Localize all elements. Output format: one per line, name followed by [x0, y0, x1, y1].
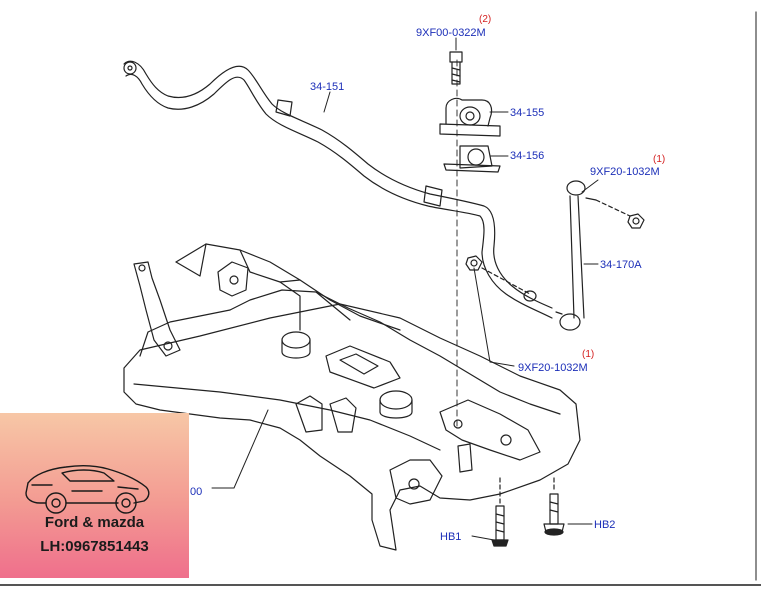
link-nut-lower-part-number: 9XF20-1032M [518, 362, 588, 374]
link-nut-lower-qty: (1) [582, 349, 594, 360]
hb2-label: HB2 [594, 519, 615, 531]
crossmember-part-number: 00 [190, 486, 202, 498]
hb1-bolt [491, 505, 509, 547]
stabilizer-link [555, 180, 597, 331]
link-nut-lower [465, 255, 531, 295]
mounting-bolt [449, 51, 463, 85]
link-nut-qty: (1) [653, 154, 665, 165]
stabilizer-bar-part-number: 34-151 [310, 81, 344, 93]
hb1-label: HB1 [440, 531, 461, 543]
bushing-lower-part-number: 34-156 [510, 150, 544, 162]
watermark-phone: LH:0967851443 [40, 538, 149, 555]
sports-car-icon [25, 464, 150, 514]
stabilizer-link-part-number: 34-170A [600, 259, 642, 271]
bolt-top-qty: (2) [479, 14, 491, 25]
rubber-bushing [443, 145, 501, 173]
hb2-bolt [543, 493, 565, 536]
link-nut-upper [595, 199, 645, 229]
bushing-upper-part-number: 34-155 [510, 107, 544, 119]
watermark-brand: Ford & mazda [44, 514, 145, 531]
bushing-bracket [439, 97, 501, 137]
link-nut-part-number: 9XF20-1032M [590, 166, 660, 178]
front-subframe [123, 243, 581, 551]
watermark-card: Ford & mazda LH:0967851443 [0, 413, 189, 578]
stabilizer-bar [123, 60, 553, 319]
bottom-divider [0, 584, 761, 586]
bolt-top-part-number: 9XF00-0322M [416, 27, 486, 39]
leader-lines [211, 37, 599, 541]
